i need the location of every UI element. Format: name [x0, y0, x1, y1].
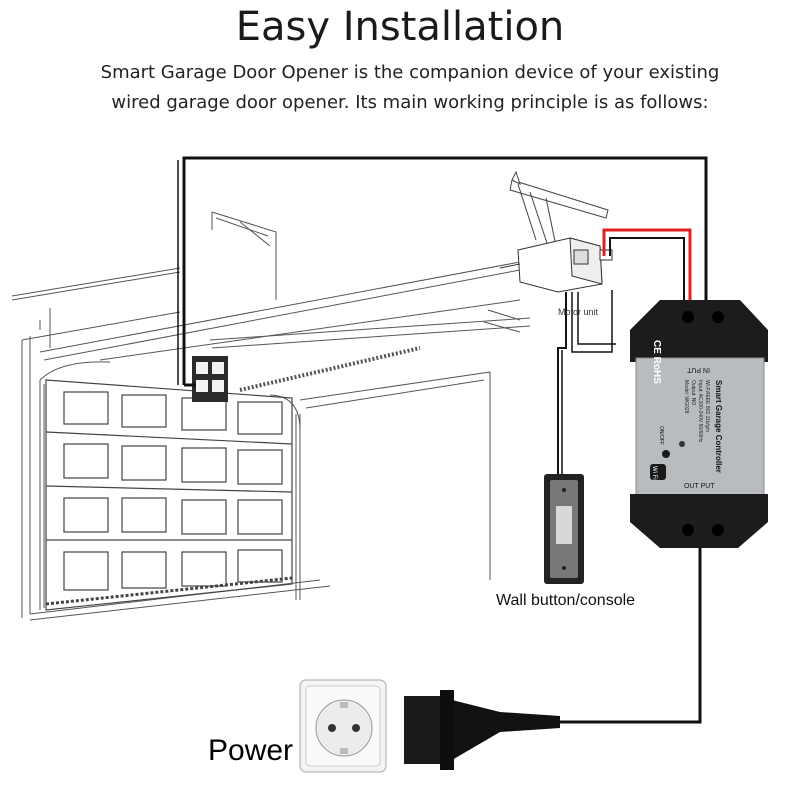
controller-spec-4: Model: WG028 [683, 380, 689, 414]
in-put-label: IN PUT [686, 366, 710, 373]
smart-garage-controller [630, 300, 768, 548]
wall-console-label: Wall button/console [496, 592, 636, 609]
onoff-label: ON/OFF [658, 426, 664, 445]
controller-spec-3: Output: NO [690, 380, 696, 405]
power-socket [299, 679, 387, 773]
controller-spec-1: Wi-Fi/IEEE 802.11b/g/n [704, 380, 710, 432]
intro-line-2: wired garage door opener. Its main worki… [111, 92, 709, 113]
motor-unit [499, 237, 613, 293]
motor-unit-label: Motor unit [558, 307, 599, 317]
wall-terminal-block [192, 356, 228, 402]
page-title: Easy Installation [235, 4, 565, 50]
power-plug [404, 690, 560, 770]
garage-door [45, 379, 293, 611]
controller-spec-2: Input: AC100-240V 50/60Hz [697, 380, 703, 443]
garage-illustration [11, 211, 531, 621]
ceiling-rail [509, 170, 609, 247]
power-label: Power [208, 734, 294, 767]
intro-line-1: Smart Garage Door Opener is the companio… [100, 62, 720, 83]
cert-marks: CE RoHS [651, 340, 662, 384]
wiring [177, 156, 708, 724]
wall-console [544, 474, 584, 584]
wifi-icon: Wi Fi [651, 466, 657, 480]
intro-text: Smart Garage Door Opener is the companio… [60, 58, 760, 118]
controller-title: Smart Garage Controller [714, 380, 723, 473]
out-put-label: OUT PUT [684, 483, 715, 490]
